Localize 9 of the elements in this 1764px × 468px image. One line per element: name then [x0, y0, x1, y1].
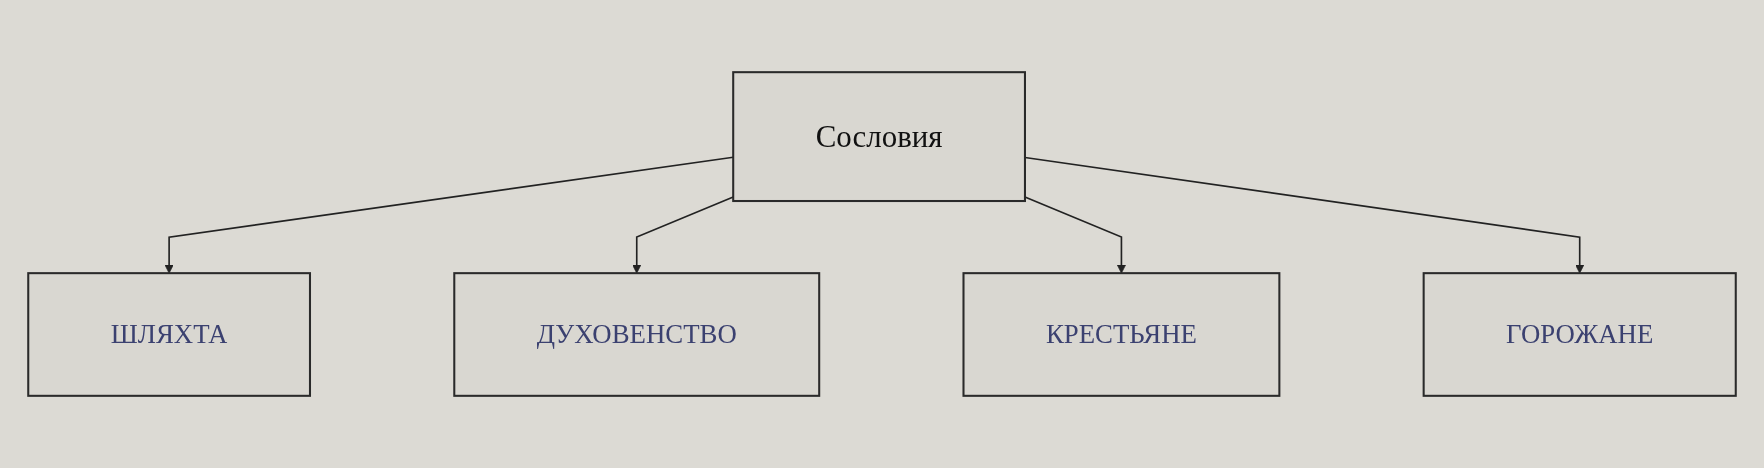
node-box: ГОРОЖАНЕ: [1422, 272, 1737, 397]
arrow: [1024, 156, 1585, 274]
arrow: [164, 156, 735, 274]
node-box: ДУХОВЕНСТВО: [453, 272, 821, 397]
node-box: Сословия: [732, 71, 1026, 203]
arrow: [1024, 196, 1126, 274]
node-box: ШЛЯХТА: [27, 272, 311, 397]
arrow: [632, 196, 735, 274]
node-box: КРЕСТЬЯНЕ: [962, 272, 1281, 397]
